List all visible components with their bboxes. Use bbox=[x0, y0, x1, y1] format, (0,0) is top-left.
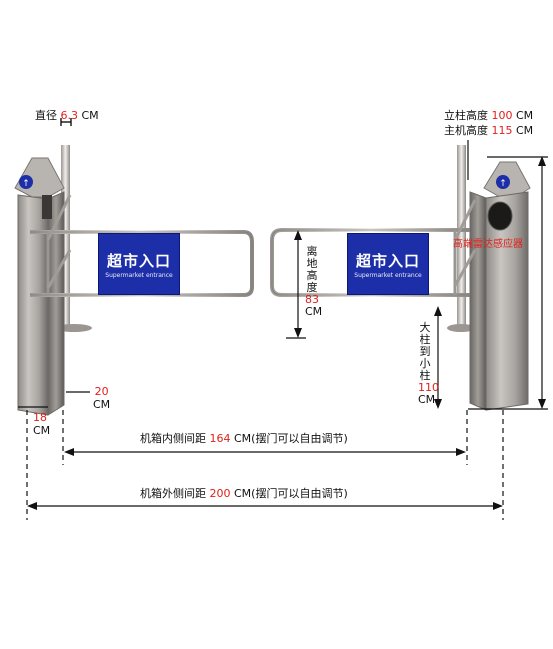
left-small-post bbox=[61, 145, 70, 327]
diameter-label: 直径 6.3 CM bbox=[35, 109, 99, 122]
inner-spacing-label: 机箱内侧间距 164 CM(摆门可以自由调节) bbox=[140, 432, 348, 445]
ground-clearance-label: 离 地 高 度 83 CM bbox=[305, 245, 323, 318]
cabinet-width-label: 18 CM bbox=[33, 411, 51, 437]
right-direction-icon bbox=[496, 175, 510, 189]
left-post-base bbox=[56, 324, 92, 332]
left-direction-icon bbox=[19, 175, 33, 189]
right-cabinet-side bbox=[469, 191, 487, 411]
radar-sensor-label: 高端雷达感应器 bbox=[453, 239, 523, 250]
right-direction-arrow: ↑ bbox=[499, 179, 507, 189]
left-cabinet-front bbox=[17, 194, 49, 416]
left-sign-title: 超市入口 bbox=[106, 251, 171, 270]
cabinet-depth-label: 20 CM bbox=[93, 385, 111, 411]
right-post-base bbox=[447, 324, 475, 332]
right-cabinet-front bbox=[485, 191, 529, 411]
left-direction-arrow: ↑ bbox=[22, 179, 30, 189]
right-sign-subtitle: Supermarket entrance bbox=[354, 271, 422, 279]
right-sign-title: 超市入口 bbox=[355, 251, 420, 270]
left-sign-subtitle: Supermarket entrance bbox=[105, 271, 173, 279]
post-distance-label: 大 柱 到 小 柱 110 CM bbox=[418, 321, 439, 406]
left-cabinet-side bbox=[47, 191, 65, 416]
cabinet-height-label: 主机高度 115 CM bbox=[444, 124, 534, 137]
left-entrance-sign: 超市入口 Supermarket entrance bbox=[98, 233, 180, 295]
post-height-label: 立柱高度 100 CM bbox=[444, 109, 534, 122]
radar-sensor bbox=[487, 201, 513, 231]
right-entrance-sign: 超市入口 Supermarket entrance bbox=[347, 233, 429, 295]
outer-spacing-label: 机箱外侧间距 200 CM(摆门可以自由调节) bbox=[140, 487, 348, 500]
right-small-post bbox=[457, 145, 466, 327]
left-reader-panel bbox=[42, 195, 52, 219]
